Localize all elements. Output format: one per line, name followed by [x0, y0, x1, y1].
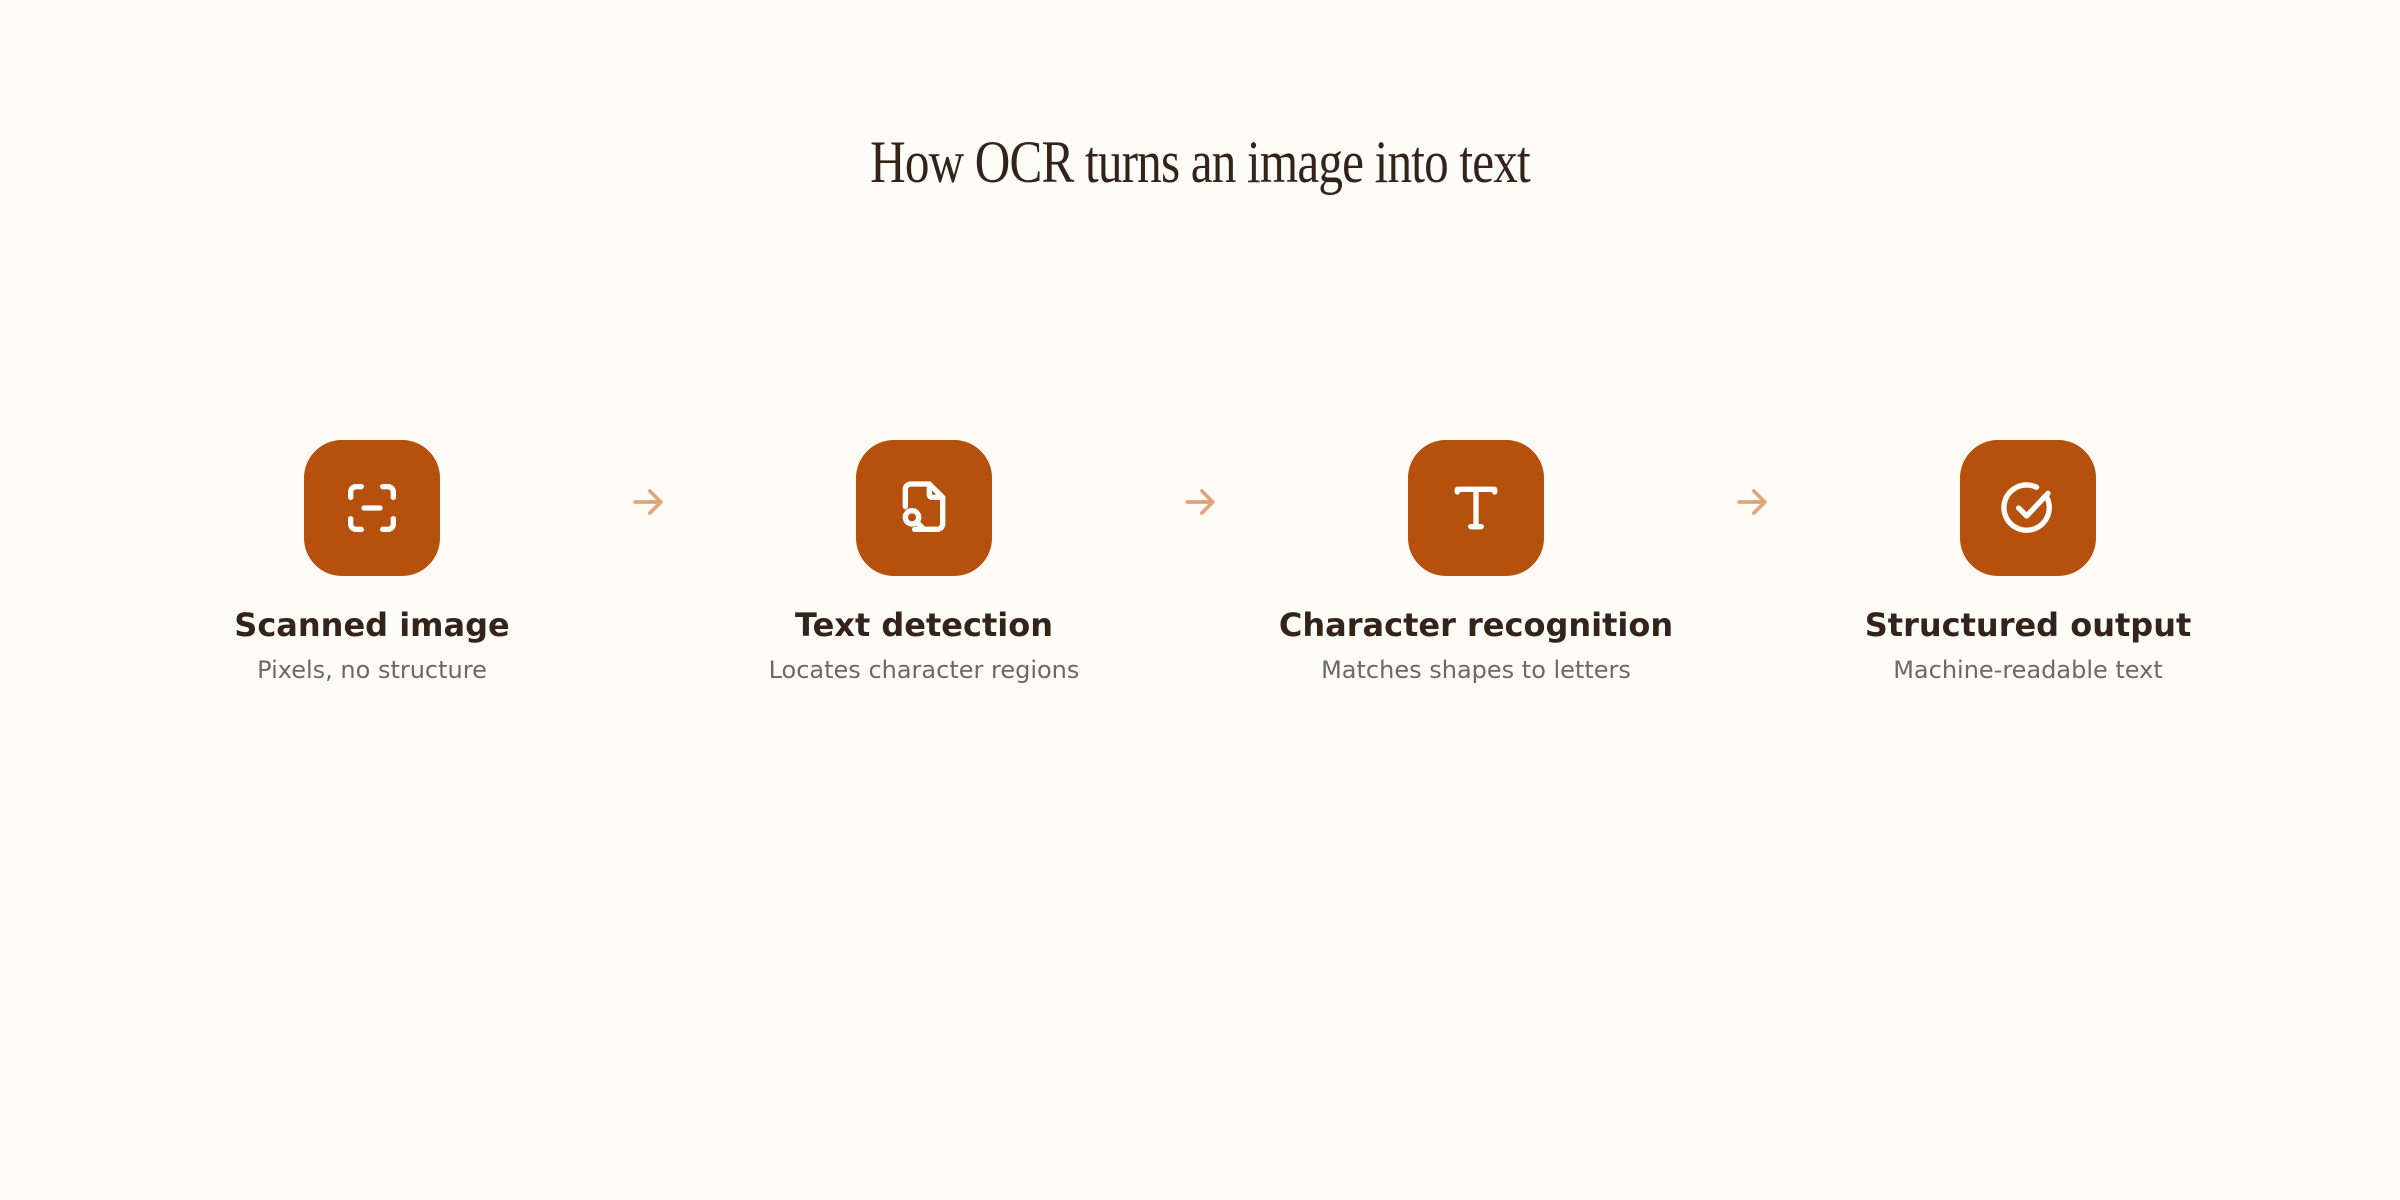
step-title: Text detection: [795, 606, 1053, 644]
file-search-icon: [902, 481, 946, 532]
step-description: Pixels, no structure: [257, 656, 487, 685]
circle-check-icon: [2001, 482, 2052, 533]
arrow-right-icon: [1737, 489, 1767, 515]
step-text-detection: Text detection Locates character regions: [648, 440, 1200, 685]
step-icon-tile: [1408, 440, 1544, 576]
step-structured-output: Structured output Machine-readable text: [1752, 440, 2304, 685]
step-title: Scanned image: [234, 606, 510, 644]
step-icon-tile: [1960, 440, 2096, 576]
step-character-recognition: Character recognition Matches shapes to …: [1200, 440, 1752, 685]
step-icon-tile: [856, 440, 992, 576]
step-title: Structured output: [1864, 606, 2192, 644]
step-description: Matches shapes to letters: [1321, 656, 1631, 685]
scan-icon: [348, 484, 396, 532]
step-scanned-image: Scanned image Pixels, no structure: [96, 440, 648, 685]
step-description: Locates character regions: [768, 656, 1080, 685]
arrow-right-icon: [1185, 489, 1215, 515]
letter-t-icon: [1454, 486, 1498, 530]
step-icon-tile: [304, 440, 440, 576]
step-title: Character recognition: [1278, 606, 1674, 644]
step-description: Machine-readable text: [1893, 656, 2163, 685]
arrow-right-icon: [633, 489, 663, 515]
page-title: How OCR turns an image into text: [870, 129, 1531, 195]
